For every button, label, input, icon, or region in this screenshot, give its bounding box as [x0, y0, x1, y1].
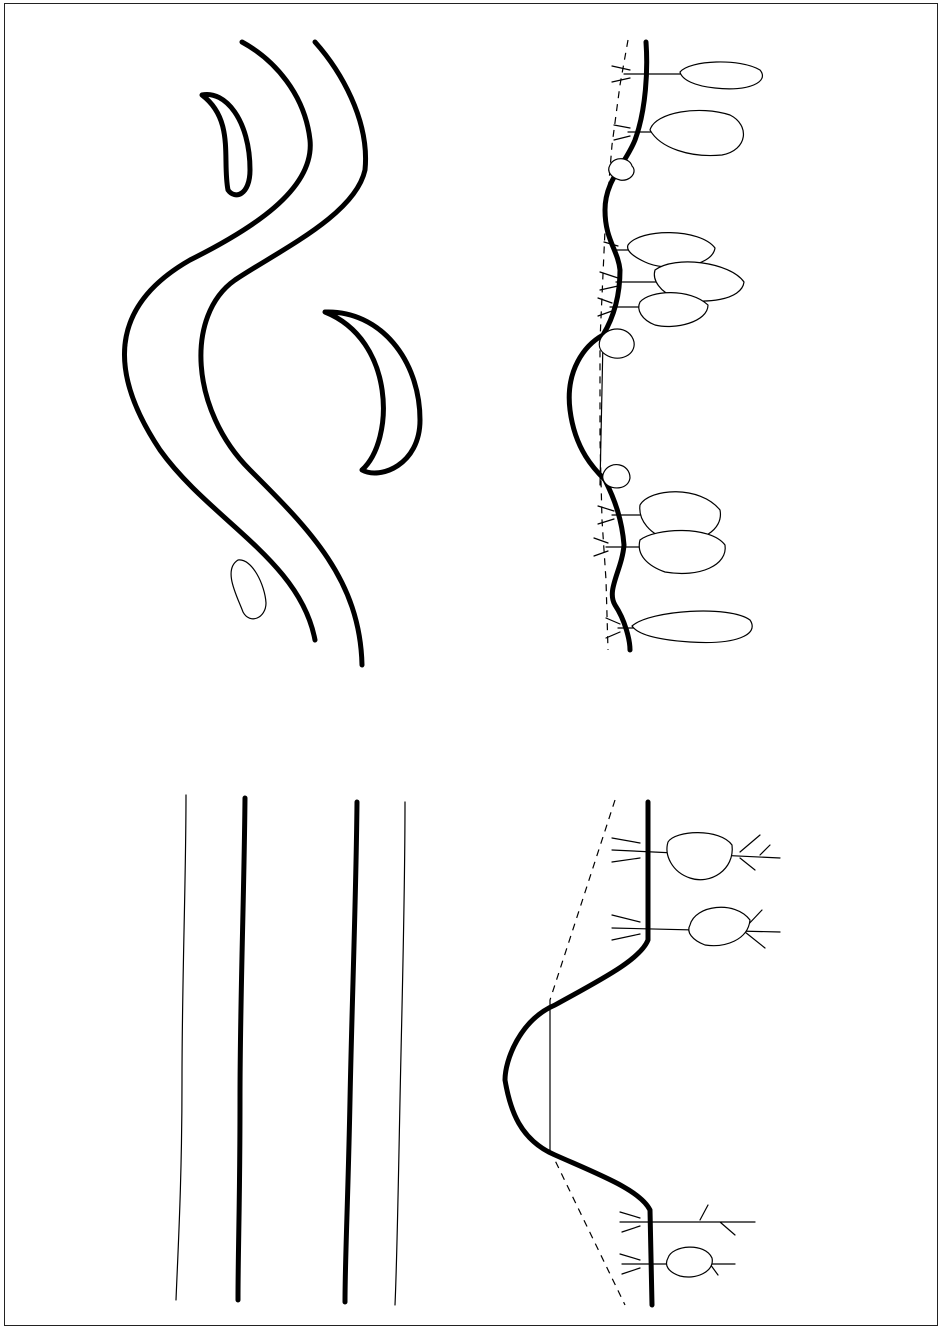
channel-valley-dashed-line	[550, 800, 625, 1305]
levee-left-thin	[176, 795, 186, 1300]
meander-water-line	[600, 340, 603, 485]
meandering-river-section	[569, 40, 762, 650]
channelized-river-section	[505, 800, 780, 1305]
channel-bank-left	[238, 798, 245, 1300]
channel-trees	[612, 833, 780, 1277]
pond	[231, 560, 266, 619]
oxbow-lake-upper	[202, 94, 250, 194]
channel-bank-right	[345, 802, 357, 1302]
meander-bank-left	[124, 42, 315, 640]
levee-right-thin	[395, 802, 405, 1305]
meandering-river-plan	[124, 42, 420, 665]
meander-trees	[594, 62, 762, 643]
oxbow-lake-middle	[325, 312, 420, 473]
channelized-river-plan	[176, 795, 405, 1305]
